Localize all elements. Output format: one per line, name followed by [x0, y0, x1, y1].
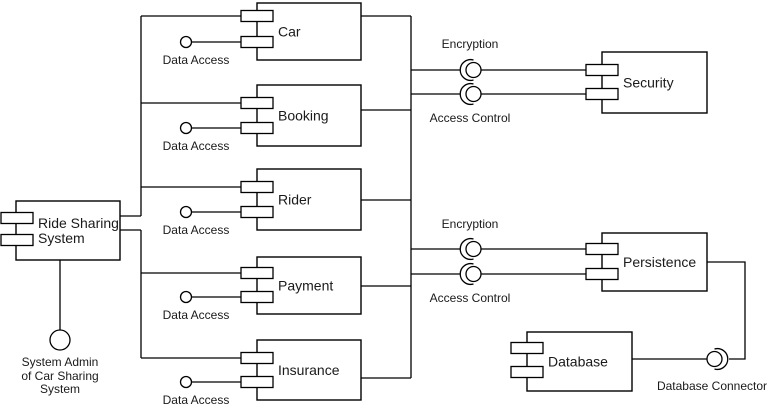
component-label-line2: System: [38, 230, 85, 246]
lollipop-circle-icon: [179, 205, 193, 219]
actor-label-line1: System Admin: [22, 355, 99, 369]
interface-label: Data Access: [163, 53, 230, 67]
component-label: Insurance: [278, 362, 340, 378]
port: [240, 375, 274, 389]
component-box[interactable]: [601, 51, 708, 114]
socket-arc: [459, 262, 474, 286]
port: [240, 290, 274, 304]
port: [510, 341, 544, 355]
lollipop-circle-icon: [179, 121, 193, 135]
component-box[interactable]: [256, 339, 362, 401]
port: [510, 365, 544, 379]
component-payment: Payment Data Access: [163, 256, 362, 322]
database-section: Database Database Connector: [510, 331, 767, 393]
component-label: Database: [548, 354, 608, 370]
access-control-ball-socket-icon: [459, 262, 482, 286]
socket-arc: [459, 58, 474, 82]
port: [240, 351, 274, 365]
component-booking: Booking Data Access: [163, 84, 362, 153]
system-admin-interface: System Admin of Car Sharing System: [21, 260, 99, 396]
component-box[interactable]: [256, 168, 362, 231]
access-control-ball-socket-icon: [459, 82, 482, 106]
component-label: Payment: [278, 278, 333, 294]
actor-label-line2: of Car Sharing: [21, 369, 98, 383]
encryption-label: Encryption: [442, 37, 499, 51]
port: [585, 63, 619, 77]
data-access-interface: Data Access: [163, 290, 241, 322]
database-connector-label: Database Connector: [657, 379, 767, 393]
component-label-line1: Ride Sharing: [38, 215, 119, 231]
component-rider: Rider Data Access: [163, 168, 362, 237]
encryption-label: Encryption: [442, 217, 499, 231]
encryption-ball-socket-icon: [459, 58, 482, 82]
ball-circle: [465, 265, 482, 283]
data-access-interface: Data Access: [163, 375, 241, 407]
security-section: Encryption Access Control Security: [411, 37, 708, 125]
lollipop-circle-icon: [179, 35, 193, 49]
interface-label: Data Access: [163, 308, 230, 322]
port: [585, 267, 619, 281]
actor-label-line3: System: [40, 382, 80, 396]
interface-label: Data Access: [163, 139, 230, 153]
interface-label: Data Access: [163, 223, 230, 237]
port: [0, 233, 34, 247]
port: [240, 180, 274, 194]
component-database: Database: [510, 331, 633, 392]
encryption-ball-socket-icon: [459, 237, 482, 261]
lollipop-circle-icon: [179, 290, 193, 304]
port: [585, 242, 619, 256]
port: [240, 205, 274, 219]
persistence-to-database-connector-wire: [707, 261, 746, 360]
data-access-interface: Data Access: [163, 121, 241, 153]
persistence-section: Encryption Access Control Persistence: [411, 217, 746, 360]
access-control-label: Access Control: [430, 291, 511, 305]
component-car: Car Data Access: [163, 2, 362, 67]
ball-circle: [465, 85, 482, 103]
component-label: Booking: [278, 108, 329, 124]
ball-circle: [706, 350, 723, 368]
database-connector-ball-socket-icon: [706, 347, 729, 371]
component-ride-sharing-system: Ride Sharing System: [0, 200, 121, 261]
component-label: Security: [623, 75, 674, 91]
component-security: Security: [585, 51, 708, 114]
component-box[interactable]: [256, 256, 362, 315]
component-box[interactable]: [526, 331, 633, 392]
port: [240, 121, 274, 135]
component-insurance: Insurance Data Access: [163, 339, 362, 407]
socket-arc: [459, 82, 474, 106]
ball-circle: [465, 61, 482, 79]
component-box[interactable]: [601, 232, 708, 292]
left-bus: [120, 16, 142, 358]
component-label: Car: [278, 24, 301, 40]
component-persistence: Persistence: [585, 232, 708, 292]
port: [0, 211, 34, 225]
interface-label: Data Access: [163, 393, 230, 407]
component-label: Persistence: [623, 254, 696, 270]
socket-arc: [714, 347, 729, 371]
data-access-interface: Data Access: [163, 35, 241, 67]
actor-circle-icon: [49, 329, 71, 351]
port: [240, 9, 274, 23]
port: [585, 87, 619, 101]
lollipop-circle-icon: [179, 375, 193, 389]
ball-circle: [465, 240, 482, 258]
component-box[interactable]: [256, 84, 362, 147]
component-box[interactable]: [256, 2, 362, 61]
port: [240, 35, 274, 49]
access-control-label: Access Control: [430, 111, 511, 125]
component-label: Rider: [278, 192, 312, 208]
port: [240, 266, 274, 280]
port: [240, 96, 274, 110]
socket-arc: [459, 237, 474, 261]
data-access-interface: Data Access: [163, 205, 241, 237]
component-box[interactable]: [15, 200, 121, 261]
